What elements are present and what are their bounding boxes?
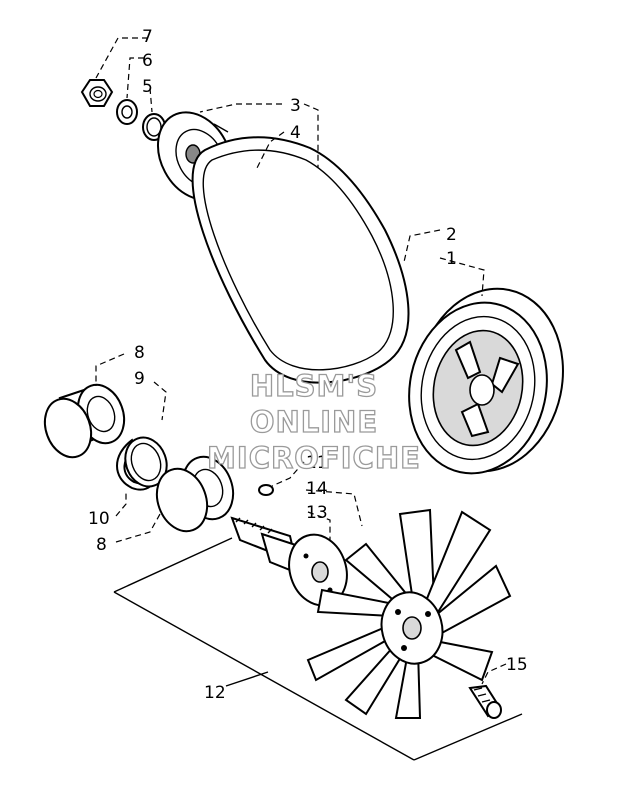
- lock-washer-part: [116, 99, 138, 125]
- watermark-line-3: MICROFICHE: [207, 441, 421, 475]
- woodruff-key-part: [258, 484, 274, 496]
- nut-part: [80, 79, 114, 107]
- bearing-left-part: [43, 383, 126, 459]
- callout-6: 6: [142, 51, 153, 71]
- callout-8-bottom: 8: [96, 535, 107, 555]
- callout-13: 13: [306, 503, 328, 523]
- callout-3: 3: [290, 96, 301, 116]
- callout-9: 9: [134, 369, 145, 389]
- watermark-line-1: HLSM'S: [250, 369, 378, 403]
- callout-4: 4: [290, 123, 301, 143]
- watermark-line-2: ONLINE: [250, 405, 378, 439]
- callout-2: 2: [446, 225, 457, 245]
- fan-part: [306, 508, 512, 719]
- fan-bolt-part: [468, 684, 502, 719]
- callout-10: 10: [88, 509, 110, 529]
- callout-8-top: 8: [134, 343, 145, 363]
- item-12-group-bracket: [113, 537, 523, 761]
- callout-1: 1: [446, 249, 457, 269]
- drive-belt-part: [191, 136, 410, 384]
- driven-pulley-part: [408, 287, 564, 475]
- bearing-right-part: [155, 455, 235, 533]
- fan-shaft-part: [230, 516, 348, 607]
- callout-15: 15: [506, 655, 528, 675]
- callout-labels: 1 2 3 4 5 6 7 8 9 10 8 11 14 13 12 15: [88, 27, 528, 703]
- callout-14: 14: [306, 479, 328, 499]
- callout-5: 5: [142, 77, 153, 97]
- watermark: HLSM'S ONLINE MICROFICHE: [206, 368, 421, 475]
- spacer-ring-part: [124, 436, 168, 488]
- callout-12: 12: [204, 683, 226, 703]
- callout-7: 7: [142, 27, 153, 47]
- reference-lines: [95, 37, 507, 685]
- callout-11: 11: [306, 453, 328, 473]
